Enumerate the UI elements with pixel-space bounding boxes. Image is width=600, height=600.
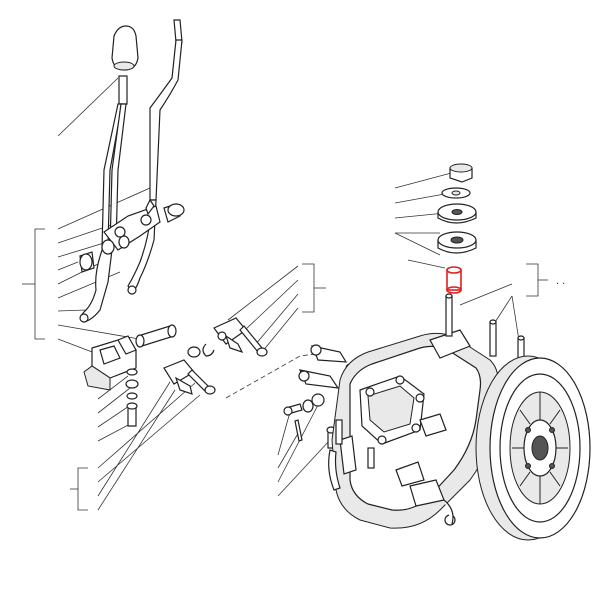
nut-top bbox=[449, 163, 473, 183]
leader-lines-bottom-middle bbox=[277, 404, 331, 497]
mount-stack bbox=[437, 163, 477, 294]
continuation-dots: . . bbox=[556, 275, 565, 287]
gear-lever-with-knob bbox=[79, 25, 139, 323]
rubber-mount-upper bbox=[437, 203, 477, 224]
mounting-bracket bbox=[83, 335, 139, 427]
linkage-rod-lower bbox=[163, 359, 216, 395]
mounting-studs-top bbox=[445, 293, 525, 373]
highlighted-spacer-sleeve[interactable] bbox=[446, 266, 462, 294]
rubber-mount-lower bbox=[437, 231, 477, 254]
drum-spokes bbox=[512, 392, 568, 504]
gearbox-clevis-lower bbox=[298, 369, 340, 389]
bracket-linkage-group bbox=[227, 263, 326, 353]
pivot-pin bbox=[135, 324, 177, 348]
bracket-lower-group bbox=[70, 381, 201, 511]
wheel-drum bbox=[475, 355, 591, 541]
gearbox-housing bbox=[328, 329, 499, 529]
linkage-rod-upper bbox=[187, 317, 268, 358]
bracket-lever-group bbox=[22, 228, 45, 340]
leader-lines-right bbox=[394, 171, 548, 361]
pivot-assembly bbox=[79, 198, 185, 273]
washer-small bbox=[441, 187, 471, 199]
